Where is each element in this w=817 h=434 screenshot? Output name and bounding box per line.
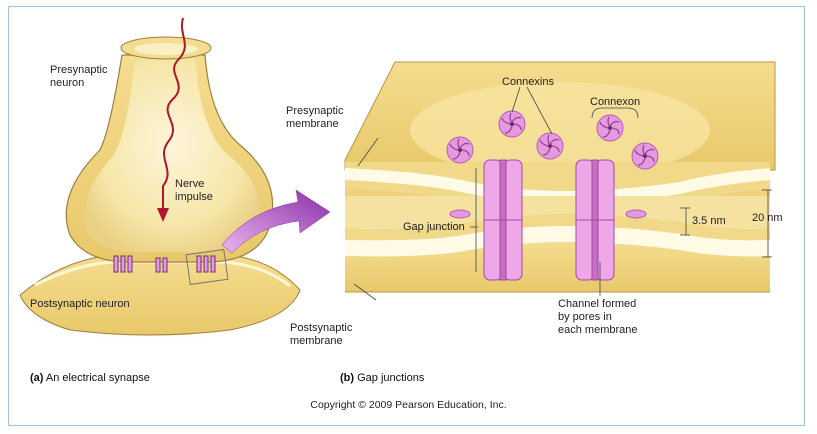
caption-b: (b) Gap junctions bbox=[340, 372, 424, 384]
figure-frame bbox=[8, 6, 805, 426]
gap-distance-label: 3.5 nm bbox=[692, 215, 726, 227]
presynaptic-neuron-label: Presynaptic neuron bbox=[50, 64, 108, 89]
postsynaptic-neuron-label: Postsynaptic neuron bbox=[30, 298, 130, 310]
postsynaptic-membrane-label: Postsynaptic membrane bbox=[290, 322, 353, 347]
caption-a-text: An electrical synapse bbox=[43, 372, 150, 384]
panel-a-drawing bbox=[15, 17, 301, 345]
connexins-label: Connexins bbox=[502, 76, 554, 88]
caption-b-letter: (b) bbox=[340, 372, 355, 384]
nerve-impulse-label: Nerve impulse bbox=[175, 178, 213, 203]
copyright-notice: Copyright © 2009 Pearson Education, Inc. bbox=[310, 399, 507, 411]
channel-label: Channel formed by pores in each membrane bbox=[558, 298, 638, 336]
channel-left bbox=[483, 159, 523, 281]
impulse-arrowhead bbox=[157, 208, 169, 222]
magnify-arrow bbox=[221, 189, 331, 254]
gap-junction-label: Gap junction bbox=[403, 221, 465, 233]
presynaptic-membrane-label: Presynaptic membrane bbox=[286, 105, 344, 130]
connexon-label: Connexon bbox=[590, 96, 641, 108]
channel-right bbox=[575, 159, 615, 281]
total-distance-label: 20 nm bbox=[752, 212, 783, 224]
caption-a-letter: (a) bbox=[30, 372, 44, 384]
caption-a: (a) An electrical synapse bbox=[30, 372, 150, 384]
zoom-box bbox=[185, 248, 229, 286]
panel-b-drawing bbox=[344, 61, 776, 301]
caption-b-text: Gap junctions bbox=[354, 372, 425, 384]
